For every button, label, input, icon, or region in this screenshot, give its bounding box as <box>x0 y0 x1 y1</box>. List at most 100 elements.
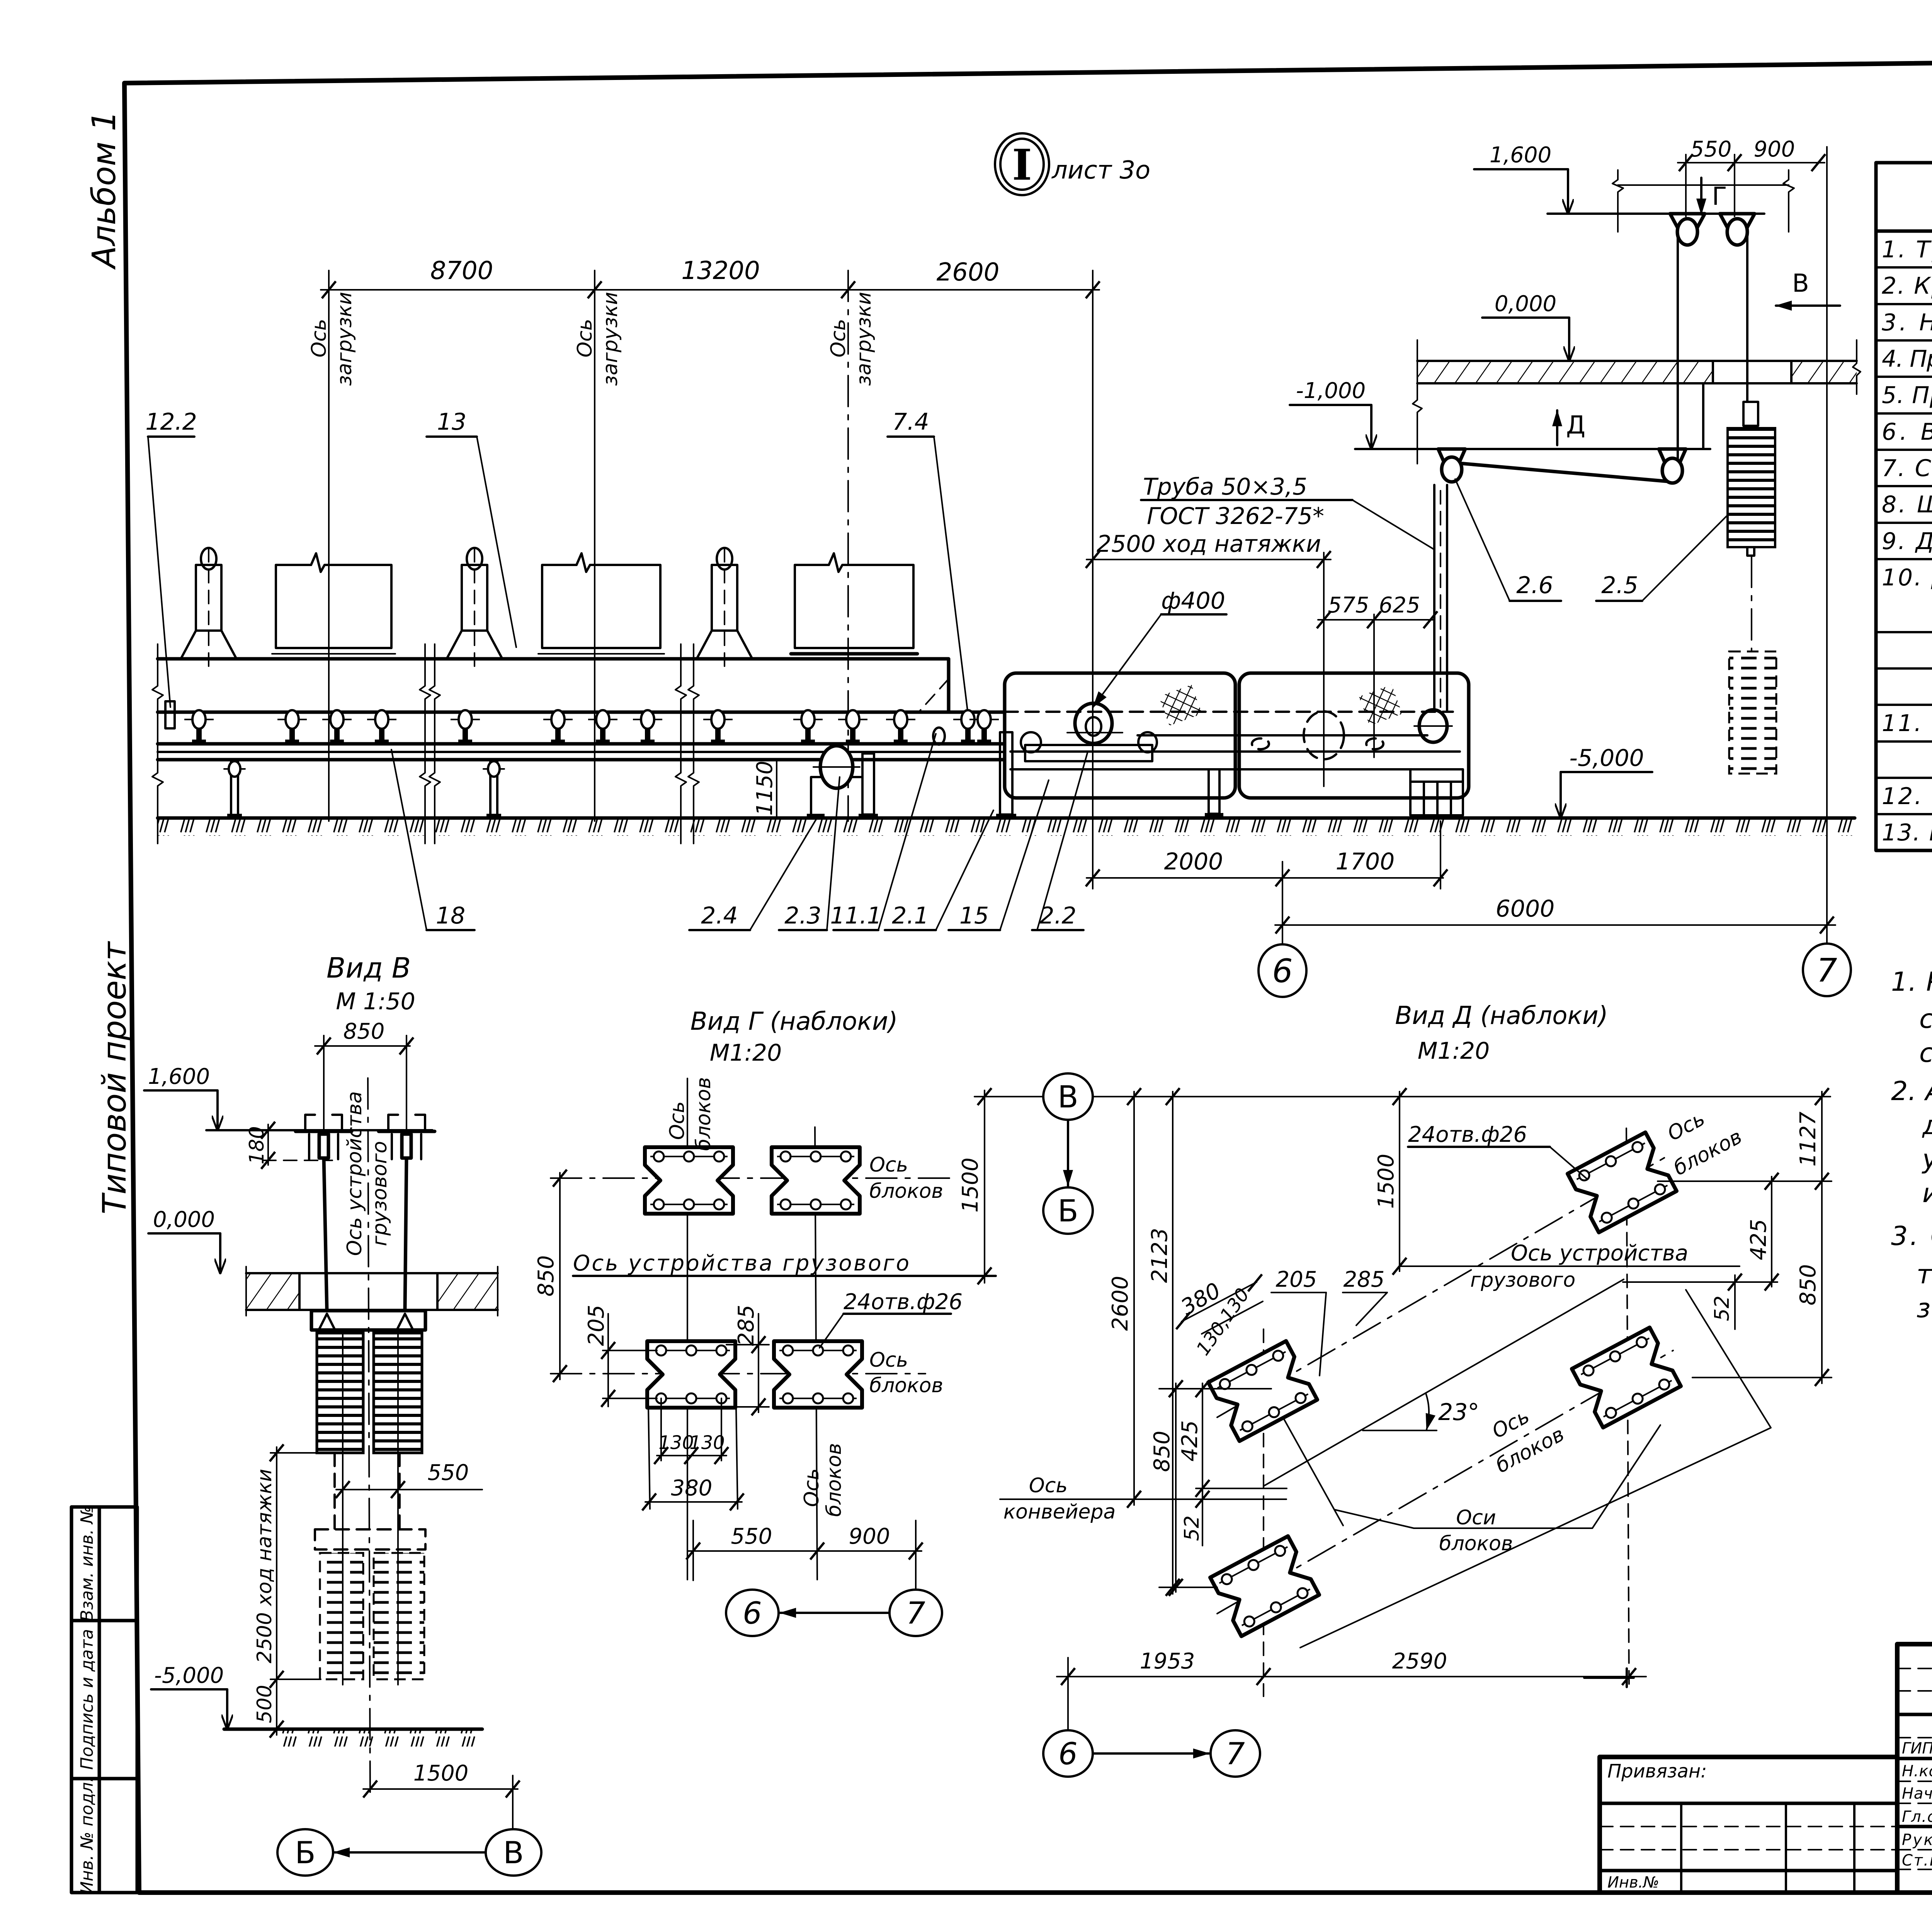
view-v-marker: В <box>1792 269 1809 298</box>
idler <box>367 710 396 743</box>
grid-axis-label: 6 <box>743 1596 762 1631</box>
node-marker-symbol: I <box>1012 140 1032 190</box>
level-label: 0,000 <box>1495 291 1556 316</box>
dim-label: 1500 <box>958 1158 983 1213</box>
view-d: Вид Д (наблоки) М1:20 В Б 2600 2123 1500… <box>974 1002 1832 1778</box>
break-line <box>1412 339 1423 464</box>
view-g-marker: Г <box>1712 182 1727 211</box>
leader-line <box>1641 515 1727 602</box>
break-line <box>675 643 687 844</box>
dim-label: 500 <box>253 1685 276 1723</box>
callout-label: 2.6 <box>1516 572 1553 599</box>
pulley-edge <box>317 1132 330 1160</box>
dim-label: 130 <box>689 1432 725 1454</box>
sheet-frame: 37 Альбом 1 Типовой проект <box>85 61 1932 1895</box>
leader-line <box>391 749 427 931</box>
floor-slab-hatch <box>1791 361 1857 383</box>
break-line <box>687 643 700 844</box>
leader-line <box>933 436 969 714</box>
dim-label: 575 <box>1328 593 1369 618</box>
loading-chute-1 <box>180 547 396 673</box>
dim-label: 1953 <box>1140 1649 1195 1674</box>
level-label: 1,600 <box>1490 143 1551 168</box>
dim-label: 625 <box>1379 593 1420 618</box>
loading-chute-3 <box>696 547 919 673</box>
counterweight-stub <box>1746 546 1755 557</box>
dim-label: 2600 <box>937 258 1000 287</box>
counterweight-lugs <box>318 1313 414 1330</box>
table-cell-name: 6. Влажность, % <box>1882 418 1932 446</box>
dim-label: 1500 <box>413 1761 469 1786</box>
dimension-line <box>1181 1281 1257 1322</box>
dim-label: 550 <box>428 1460 469 1485</box>
dim-label: 205 <box>1276 1267 1317 1292</box>
view-title: Вид В <box>327 952 411 984</box>
callout-label: 12.2 <box>145 408 197 435</box>
callout-label: 2.3 <box>784 902 821 929</box>
callout-label: 15 <box>959 902 989 929</box>
view-title: Вид Д (наблоки) <box>1395 1002 1608 1030</box>
signatory-role: Рук.гр. <box>1902 1831 1932 1849</box>
signatory-role: ГИП <box>1902 1740 1932 1757</box>
signatory-role: Гл.спец. <box>1902 1808 1932 1826</box>
dim-label: 52 <box>1180 1515 1204 1541</box>
dim-label: 850 <box>534 1255 559 1297</box>
device-axis-label: грузового <box>1470 1269 1575 1292</box>
floor-slab-hatch <box>1417 361 1713 383</box>
loading-chute-2 <box>446 547 665 673</box>
take-up-stroke-label: 2500 ход натяжки <box>253 1469 276 1663</box>
idler <box>886 710 915 743</box>
dim-label: 425 <box>1746 1219 1771 1260</box>
node-marker: I лист 3о <box>994 132 1150 196</box>
table-cell-name: 5. Производительность техническая, т/ч <box>1882 382 1932 409</box>
blocks-axes-label: блоков <box>1439 1532 1513 1555</box>
idler <box>184 710 214 743</box>
loading-axis-label: загрузки <box>333 292 356 386</box>
block-axis-label: Ось <box>869 1153 908 1177</box>
block-axis-label: блоков <box>823 1443 846 1517</box>
break-mark <box>1782 169 1795 233</box>
callout-label: 2.2 <box>1039 902 1076 929</box>
view-v: Вид В М 1:50 850 1,600 180 Ось устройств… <box>143 952 543 1877</box>
hopper-outline <box>275 564 393 649</box>
holes-note: 24отв.ф26 <box>1408 1122 1527 1147</box>
node-marker-inner-circle <box>999 138 1045 191</box>
floor-slab-hatch <box>246 1273 299 1310</box>
table-cell-name: 9. Длина конвейера по горизонтали, мм <box>1882 528 1932 555</box>
grid-axis-circle <box>1802 942 1852 997</box>
rope-pulley <box>1440 455 1464 484</box>
tied-box-border <box>1597 1755 1900 1895</box>
section-ref-circle <box>485 1828 543 1877</box>
idler <box>588 710 617 743</box>
dimension-tick <box>1248 1274 1262 1291</box>
conveyor-housing-top <box>156 657 951 714</box>
hopper-outline <box>541 564 662 649</box>
signatory-role: Нач.отд. <box>1902 1785 1932 1803</box>
grid-axis-circle <box>1209 1729 1261 1778</box>
album-label: Альбом 1 <box>85 111 123 270</box>
callout-label: 11.1 <box>830 902 882 929</box>
table-cell-name: 8. Ширина ленты, мм <box>1882 491 1932 518</box>
leader-line <box>1355 1292 1388 1326</box>
dim-label: 2590 <box>1392 1649 1447 1674</box>
idler <box>633 710 662 743</box>
table-cell-name: 7. Скорость ленты, м/с <box>1882 455 1932 482</box>
elevation-view: 8700 13200 2600 Ось загрузки Ось загрузк… <box>145 137 1861 998</box>
snub-pulley <box>1020 731 1042 753</box>
leader-line <box>826 776 840 931</box>
rope <box>403 1156 408 1312</box>
leader-line <box>1352 499 1434 550</box>
counterweight-plate <box>310 1309 427 1332</box>
pipe-standard-note: ГОСТ 3262-75* <box>1147 503 1324 530</box>
level-label: -5,000 <box>1569 745 1644 772</box>
table-cell-name: 10. Двигатель: конвейера <box>1882 564 1932 591</box>
rope-pulley <box>1675 217 1699 247</box>
node-marker-outer-circle <box>994 132 1050 196</box>
break-line <box>1852 339 1861 395</box>
dim-label: 205 <box>584 1305 609 1346</box>
leader-line <box>1319 1292 1327 1376</box>
block-axis-label: Ось <box>800 1468 823 1507</box>
device-axis-line <box>367 1077 371 1798</box>
section-ref-label: В <box>1058 1080 1078 1115</box>
